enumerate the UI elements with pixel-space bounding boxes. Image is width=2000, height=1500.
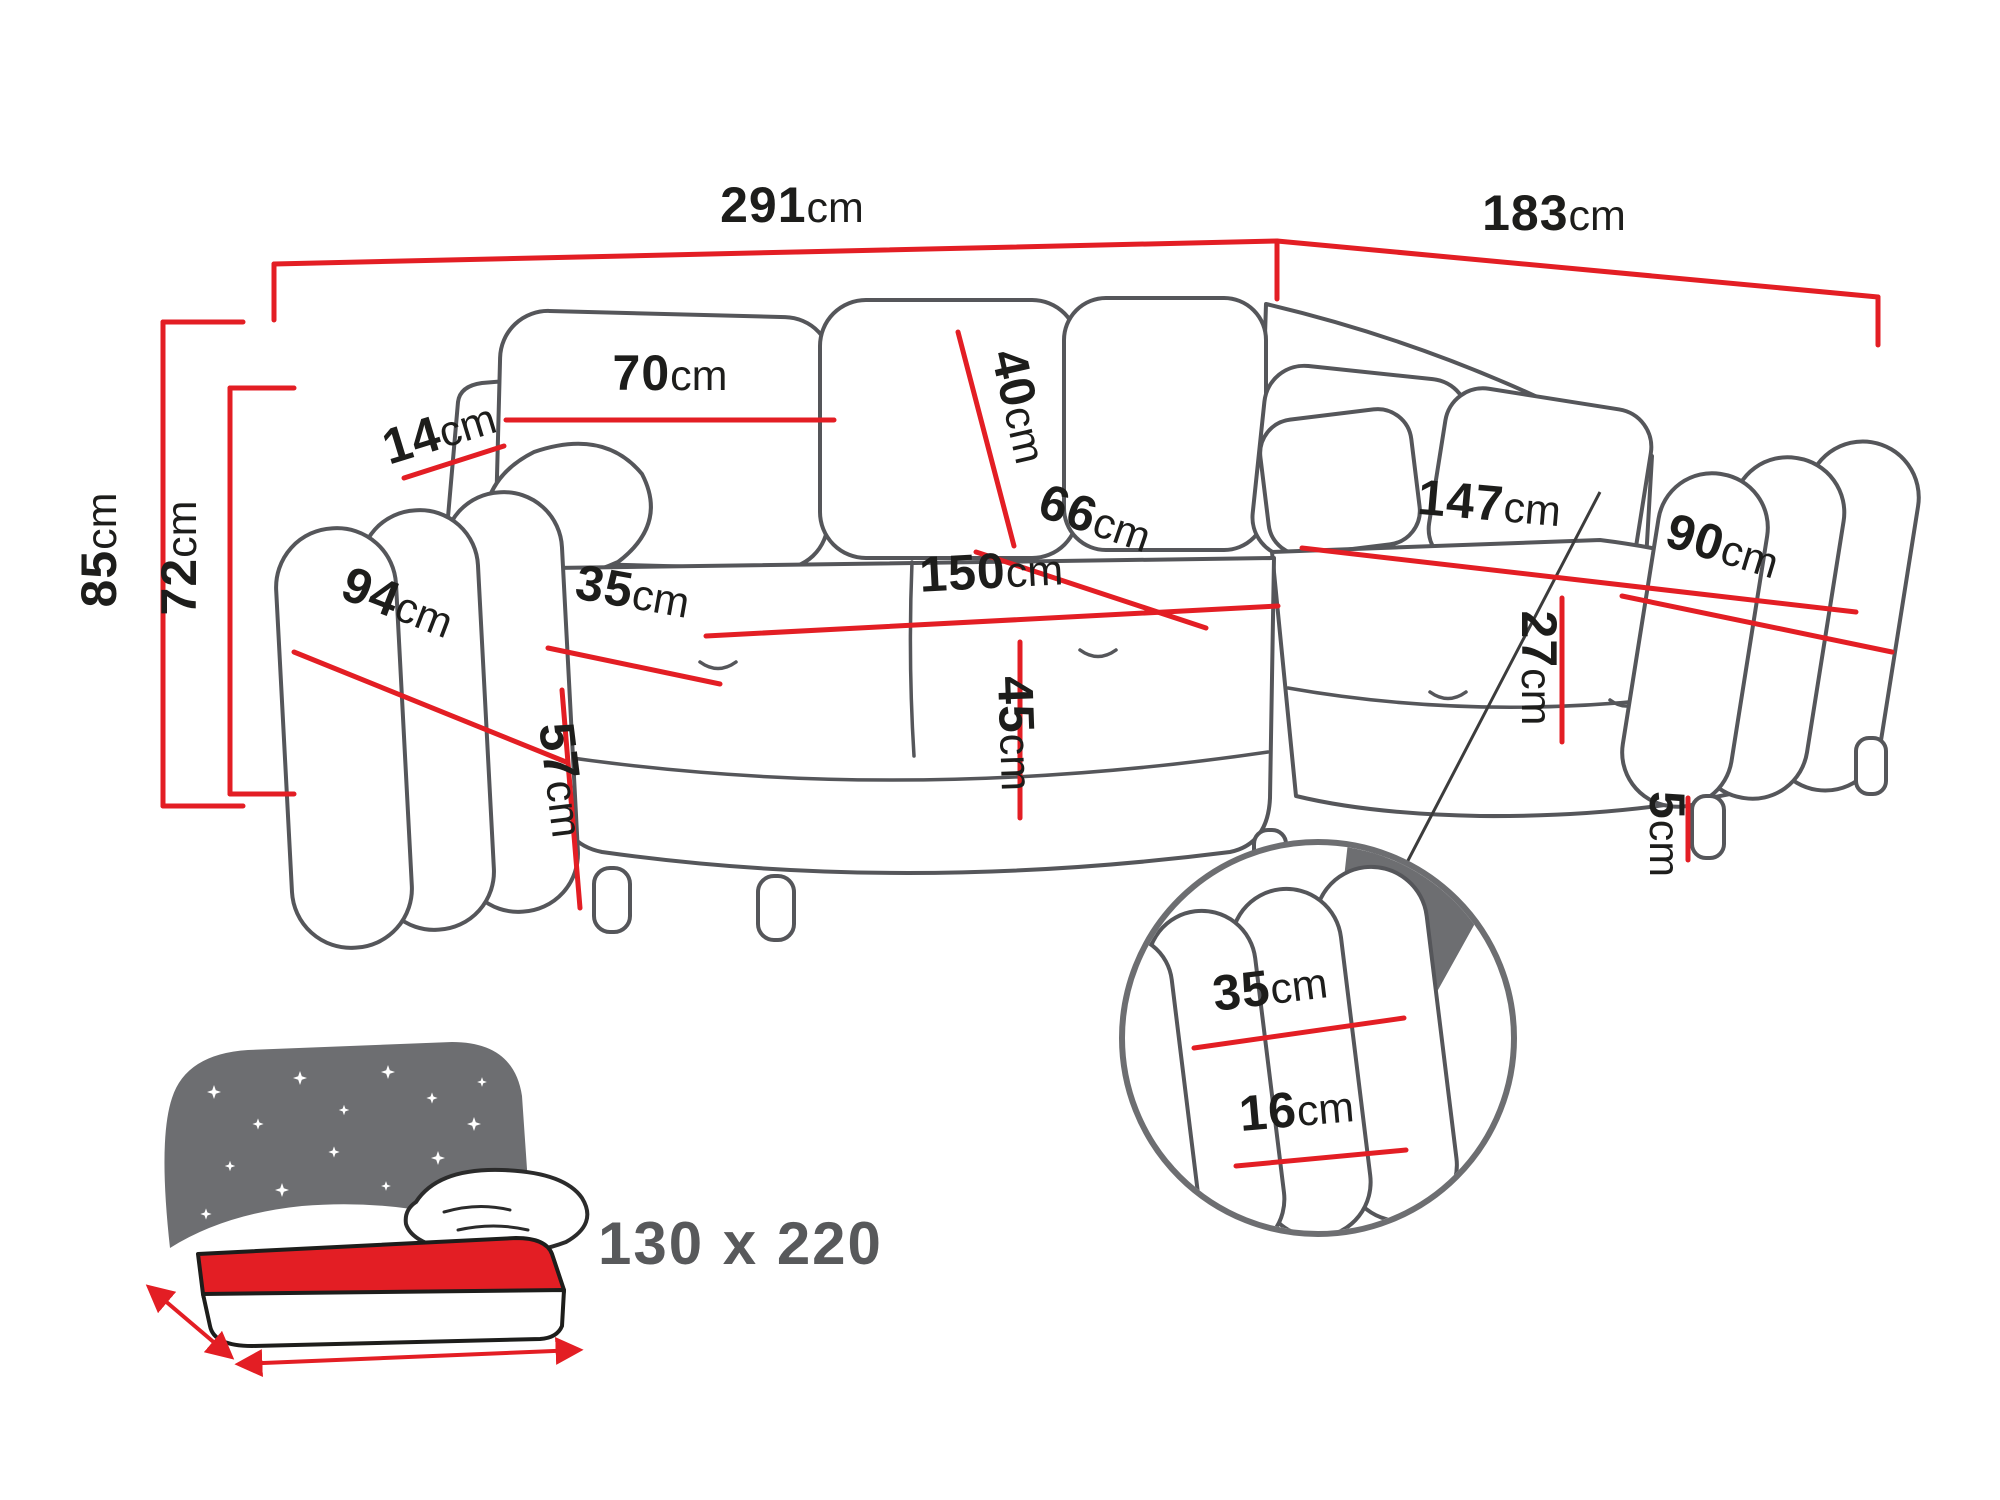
dim-line-detail-armrest-top bbox=[1191, 1015, 1407, 1051]
dim-label-backrest-height: 72cm bbox=[151, 501, 207, 616]
dim-line-seat-length bbox=[703, 603, 1281, 639]
dim-label-total-depth: 183cm bbox=[1482, 185, 1626, 241]
dim-label-total-height: 85cm bbox=[71, 493, 127, 608]
dim-label-seat-length: 150cm bbox=[918, 539, 1064, 602]
dim-label-armrest-width: 35cm bbox=[571, 554, 694, 629]
dim-label-cushion-thickness: 27cm bbox=[1511, 611, 1567, 726]
dimension-lines bbox=[160, 238, 1895, 911]
dim-label-seat-height: 45cm bbox=[987, 675, 1047, 792]
right-armrest-channel-inner bbox=[1620, 471, 1770, 809]
detail-circle-ring bbox=[1119, 839, 1517, 1237]
dim-label-chaise-length: 147cm bbox=[1415, 469, 1563, 537]
dim-line-chaise-depth bbox=[1619, 593, 1895, 655]
leg bbox=[1854, 736, 1888, 796]
dim-line-armrest-outer-depth bbox=[291, 649, 569, 765]
dim-label-armrest-height: 57cm bbox=[528, 719, 598, 840]
dim-line-back-cushion-height bbox=[955, 329, 1017, 549]
sofa-line-drawing bbox=[274, 296, 1921, 950]
dim-label-leg-height: 5cm bbox=[1639, 791, 1695, 877]
sleeping-size-label: 130 x 220 bbox=[598, 1210, 883, 1277]
dim-label-detail-armrest-top: 35cm bbox=[1209, 952, 1330, 1022]
bed-duvet bbox=[403, 1167, 590, 1257]
dim-label-detail-armrest-side: 16cm bbox=[1237, 1076, 1356, 1142]
dim-label-total-width: 291cm bbox=[720, 177, 864, 233]
dim-line-chaise-length bbox=[1299, 545, 1859, 615]
dim-line-detail-armrest-side bbox=[1233, 1147, 1409, 1169]
dimension-labels: 291cm 183cm 85cm 72cm 70cm 14cm 40cm 66c… bbox=[71, 177, 1784, 1142]
sofa-bed-icon bbox=[145, 1042, 590, 1378]
dim-line-total-depth bbox=[1274, 238, 1881, 300]
dim-line-total-width bbox=[271, 238, 1280, 267]
detail-pointer-line bbox=[1400, 491, 1602, 873]
bed-depth-arrow bbox=[145, 1284, 235, 1360]
leg bbox=[592, 866, 632, 934]
dim-label-back-cushion-width: 70cm bbox=[613, 345, 728, 401]
duvet-folds bbox=[442, 1204, 530, 1232]
detail-magnifier bbox=[1119, 839, 1517, 1237]
leg bbox=[756, 874, 796, 942]
bed-width-arrow bbox=[234, 1336, 584, 1378]
dim-line-back-seat-depth bbox=[973, 549, 1209, 631]
left-armrest-channel-outer bbox=[274, 526, 414, 950]
dim-line-armrest-width bbox=[545, 645, 723, 687]
dim-line-back-top-depth bbox=[401, 443, 507, 481]
bed-mattress-base bbox=[201, 1288, 566, 1348]
throw-pillow-right bbox=[1258, 407, 1422, 557]
leg bbox=[1690, 794, 1726, 860]
dim-line-armrest-height bbox=[559, 687, 583, 911]
